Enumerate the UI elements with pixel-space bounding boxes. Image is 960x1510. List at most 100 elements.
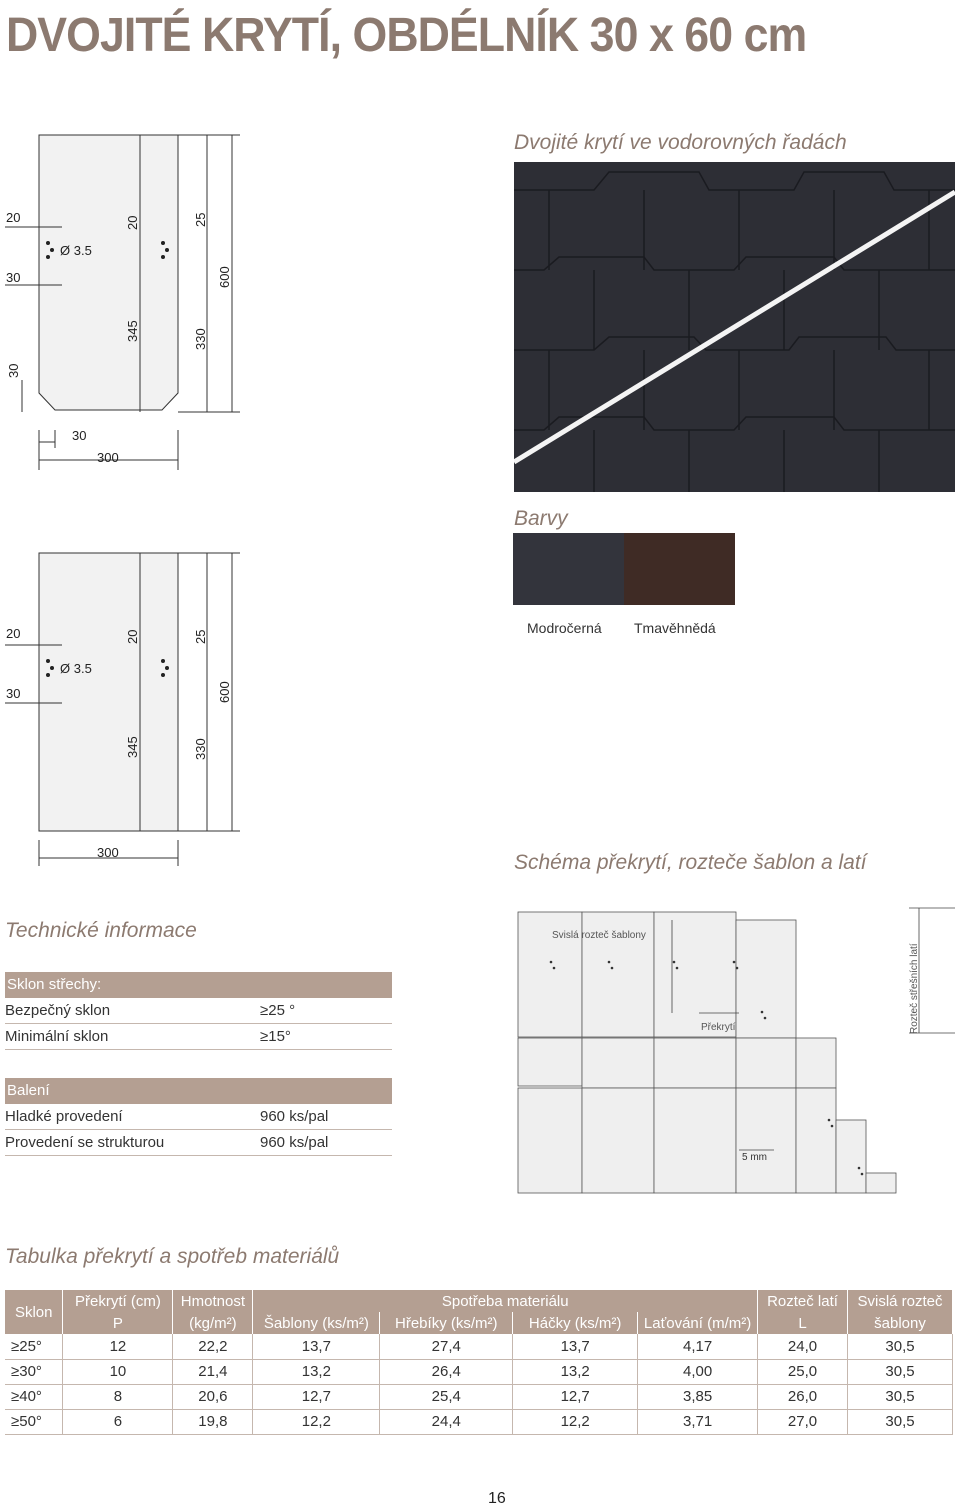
table-cell: ≥50° bbox=[5, 1409, 64, 1435]
dim-label: 30 bbox=[6, 270, 20, 285]
table-cell: 13,2 bbox=[512, 1359, 639, 1385]
overlap-schema-drawing: Svislá rozteč šablony Překrytí Rozteč st… bbox=[514, 898, 955, 1198]
table-cell: 13,7 bbox=[512, 1334, 639, 1360]
row-value: 960 ks/pal bbox=[260, 1108, 329, 1125]
dim-label: 330 bbox=[193, 738, 208, 760]
table-row: ≥30° 10 21,4 13,2 26,4 13,2 4,00 25,0 30… bbox=[5, 1359, 953, 1385]
row-label: Bezpečný sklon bbox=[5, 1002, 111, 1019]
colors-heading: Barvy bbox=[514, 507, 568, 530]
dim-label: 600 bbox=[217, 681, 232, 703]
gap-label: 5 mm bbox=[742, 1152, 767, 1163]
table-row: ≥40° 8 20,6 12,7 25,4 12,7 3,85 26,0 30,… bbox=[5, 1384, 953, 1410]
slope-table: Sklon střechy: Bezpečný sklon ≥25 ° Mini… bbox=[5, 972, 392, 1050]
table-cell: 25,0 bbox=[757, 1359, 848, 1385]
tile-outline bbox=[38, 552, 179, 832]
table-cell: 4,17 bbox=[637, 1334, 759, 1360]
vertical-pitch-label: Svislá rozteč šablony bbox=[552, 930, 646, 941]
table-cell: 26,0 bbox=[757, 1384, 848, 1410]
dim-label: 30 bbox=[6, 686, 20, 701]
row-label: Provedení se strukturou bbox=[5, 1134, 165, 1151]
table-row: ≥25° 12 22,2 13,7 27,4 13,7 4,17 24,0 30… bbox=[5, 1334, 953, 1360]
table-cell: 24,0 bbox=[757, 1334, 848, 1360]
color-label: Tmavěhnědá bbox=[634, 620, 716, 636]
table-row: Hladké provedení 960 ks/pal bbox=[5, 1104, 392, 1130]
table-cell: 30,5 bbox=[847, 1359, 953, 1385]
table-cell: ≥30° bbox=[5, 1359, 64, 1385]
table-cell: 21,4 bbox=[172, 1359, 254, 1385]
table-cell: 3,85 bbox=[637, 1384, 759, 1410]
dim-label: 330 bbox=[193, 328, 208, 350]
header-sablony: Šablony (ks/m²) bbox=[252, 1312, 381, 1334]
header-prekryti: Překrytí (cm) bbox=[62, 1290, 174, 1312]
dim-label: 300 bbox=[97, 845, 119, 860]
table-cell: 8 bbox=[62, 1384, 174, 1410]
header-roztec-sub: L bbox=[757, 1312, 848, 1334]
header-sklon: Sklon bbox=[5, 1290, 64, 1334]
batten-pitch-label: Rozteč střešních latí bbox=[909, 943, 920, 1034]
color-swatch-dark-brown bbox=[624, 533, 735, 605]
table-cell: 30,5 bbox=[847, 1384, 953, 1410]
table-cell: 20,6 bbox=[172, 1384, 254, 1410]
dim-label: 25 bbox=[193, 213, 208, 227]
row-label: Hladké provedení bbox=[5, 1108, 123, 1125]
color-label: Modročerná bbox=[527, 620, 602, 636]
tile-drawing-rectangle: 20 30 Ø 3.5 300 20 345 25 330 600 bbox=[5, 552, 240, 866]
dim-label: 345 bbox=[125, 320, 140, 342]
material-table: Sklon Překrytí (cm) Hmotnost Spotřeba ma… bbox=[5, 1290, 953, 1435]
table-cell: 12,2 bbox=[512, 1409, 639, 1435]
row-value: 960 ks/pal bbox=[260, 1134, 329, 1151]
table-cell: ≥40° bbox=[5, 1384, 64, 1410]
dim-label: 20 bbox=[125, 216, 140, 230]
row-value: ≥15° bbox=[260, 1028, 291, 1045]
row-value: ≥25 ° bbox=[260, 1002, 296, 1019]
table-cell: 30,5 bbox=[847, 1409, 953, 1435]
table-cell: 12,7 bbox=[512, 1384, 639, 1410]
page-number: 16 bbox=[488, 1490, 506, 1507]
header-spotreba: Spotřeba materiálu bbox=[252, 1290, 759, 1312]
packing-table: Balení Hladké provedení 960 ks/pal Prove… bbox=[5, 1078, 392, 1156]
roof-photo bbox=[514, 162, 955, 492]
table-cell: 24,4 bbox=[379, 1409, 514, 1435]
table-cell: 27,4 bbox=[379, 1334, 514, 1360]
header-prekryti-sub: P bbox=[62, 1312, 174, 1334]
table-row: Bezpečný sklon ≥25 ° bbox=[5, 998, 392, 1024]
table-cell: 13,7 bbox=[252, 1334, 381, 1360]
header-hacky: Háčky (ks/m²) bbox=[512, 1312, 639, 1334]
header-roztec: Rozteč latí bbox=[757, 1290, 848, 1312]
header-latovani: Laťování (m/m²) bbox=[637, 1312, 759, 1334]
table-cell: 12,2 bbox=[252, 1409, 381, 1435]
tile-drawing-cut-corners: 20 30 Ø 3.5 30 30 300 20 345 25 330 600 bbox=[5, 134, 240, 470]
table-cell: 10 bbox=[62, 1359, 174, 1385]
table-cell: ≥25° bbox=[5, 1334, 64, 1360]
dim-label: 30 bbox=[6, 364, 21, 378]
table-cell: 25,4 bbox=[379, 1384, 514, 1410]
table-cell: 30,5 bbox=[847, 1334, 953, 1360]
table-cell: 12,7 bbox=[252, 1384, 381, 1410]
hole-diameter-label: Ø 3.5 bbox=[60, 243, 92, 258]
tile-outline bbox=[38, 134, 179, 411]
table-cell: 6 bbox=[62, 1409, 174, 1435]
header-hmotnost-sub: (kg/m²) bbox=[172, 1312, 254, 1334]
overlap-label: Překrytí bbox=[701, 1022, 736, 1033]
table-cell: 4,00 bbox=[637, 1359, 759, 1385]
dim-label: 25 bbox=[193, 630, 208, 644]
dim-label: 20 bbox=[6, 210, 20, 225]
slope-table-header: Sklon střechy: bbox=[5, 972, 392, 998]
table-cell: 26,4 bbox=[379, 1359, 514, 1385]
table-row: Minimální sklon ≥15° bbox=[5, 1024, 392, 1050]
table-cell: 13,2 bbox=[252, 1359, 381, 1385]
tech-heading: Technické informace bbox=[5, 919, 197, 942]
table-row: ≥50° 6 19,8 12,2 24,4 12,2 3,71 27,0 30,… bbox=[5, 1409, 953, 1435]
header-svisla: Svislá rozteč bbox=[847, 1290, 953, 1312]
table-cell: 27,0 bbox=[757, 1409, 848, 1435]
dim-label: 300 bbox=[97, 450, 119, 465]
row-label: Minimální sklon bbox=[5, 1028, 109, 1045]
dim-label: 20 bbox=[6, 626, 20, 641]
dim-label: 30 bbox=[72, 428, 86, 443]
dim-label: 600 bbox=[217, 266, 232, 288]
table-row: Provedení se strukturou 960 ks/pal bbox=[5, 1130, 392, 1156]
page-title: DVOJITÉ KRYTÍ, OBDÉLNÍK 30 x 60 cm bbox=[6, 9, 807, 62]
header-svisla-sub: šablony bbox=[847, 1312, 953, 1334]
table-cell: 12 bbox=[62, 1334, 174, 1360]
table-cell: 19,8 bbox=[172, 1409, 254, 1435]
